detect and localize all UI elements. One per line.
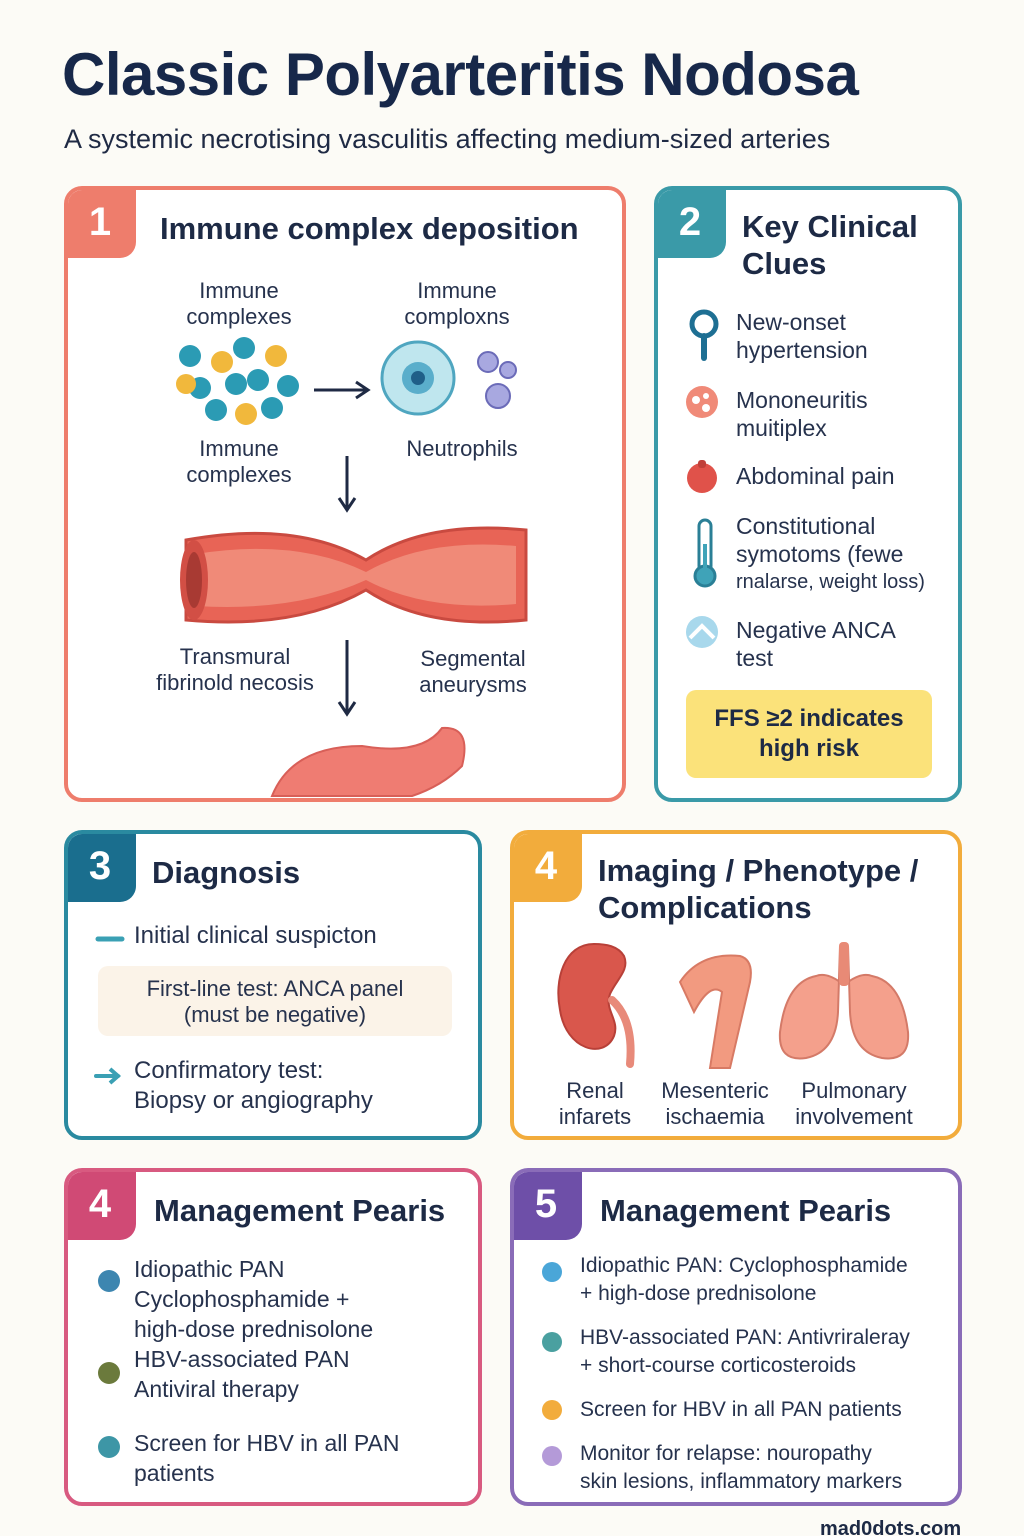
management-item: HBV-associated PAN: Antivriraleray + sho… — [580, 1326, 910, 1377]
management-item: Idiopathic PAN Cyclophosphamide + high-d… — [134, 1256, 374, 1342]
aneurysm-icon — [270, 726, 466, 797]
footer-credit: mad0dots.com — [820, 1518, 962, 1536]
organ-label-mesenteric: Mesenteric ischaemia — [661, 1078, 769, 1129]
card-title: Diagnosis — [152, 855, 301, 890]
intestine-icon — [678, 954, 752, 1069]
thermometer-icon — [693, 518, 717, 588]
immune-complexes-icon — [176, 337, 299, 425]
bullet-dot — [98, 1362, 120, 1384]
bullet-dot — [542, 1400, 562, 1420]
nerve-icon — [686, 386, 718, 418]
card-imaging: 4 Imaging / Phenotype / Complications Re… — [510, 830, 962, 1140]
management-item: Screen for HBV in all PAN patients — [134, 1430, 400, 1486]
clue-negative-anca: Negative ANCA test — [736, 617, 896, 671]
diagnosis-step-suspicion: Initial clinical suspicton — [134, 922, 377, 949]
bullet-dot — [98, 1270, 120, 1292]
arrow-right-icon — [314, 380, 371, 400]
label-transmural-necrosis: Transmural fibrinold necosis — [156, 644, 314, 695]
management-item: Screen for HBV in all PAN patients — [580, 1398, 902, 1421]
organ-label-renal: Renal infarets — [558, 1078, 632, 1129]
label-segmental-aneurysms: Segmental aneurysms — [419, 646, 527, 697]
card-title: Management Pearis — [600, 1193, 892, 1228]
blood-pressure-icon — [689, 309, 719, 361]
clue-constitutional: Constitutional symotoms (fewe — [736, 513, 904, 567]
arrow-down-icon — [337, 456, 357, 513]
neutrophil-icon — [380, 340, 517, 416]
card-number: 4 — [514, 834, 582, 902]
arrow-down-icon-2 — [337, 640, 357, 717]
abdomen-icon — [687, 460, 717, 493]
card-number: 4 — [68, 1172, 136, 1240]
card-number: 5 — [514, 1172, 582, 1240]
card-number: 3 — [68, 834, 136, 902]
management-item: HBV-associated PAN Antiviral therapy — [134, 1346, 350, 1402]
ffs-note: FFS ≥2 indicates high risk — [686, 690, 932, 778]
label-immune-complexes-bottom: Immune complexes — [186, 436, 292, 487]
bullet-dot — [542, 1332, 562, 1352]
bullet-dot — [542, 1262, 562, 1282]
clue-hypertension: New-onset hypertension — [736, 309, 868, 363]
card-management-a: 4 Management Pearis Idiopathic PAN Cyclo… — [64, 1168, 482, 1506]
label-immune-complexes-top: Immune complexes — [186, 278, 292, 329]
diagnosis-step-anca: First-line test: ANCA panel (must be neg… — [98, 966, 452, 1036]
card-title: Imaging / Phenotype / Complications — [598, 853, 919, 925]
artery-icon — [180, 526, 528, 624]
dash-icon — [95, 936, 125, 942]
management-item: Idiopathic PAN: Cyclophosphamide + high-… — [580, 1254, 908, 1305]
card-management-b: 5 Management Pearis Idiopathic PAN: Cycl… — [510, 1168, 962, 1506]
arrow-right-icon — [94, 1067, 122, 1085]
card-immune-complex: 1 Immune complex deposition Immune compl… — [64, 186, 626, 802]
card-title: Management Pearis — [154, 1193, 446, 1228]
card-diagnosis: 3 Diagnosis Initial clinical suspicton F… — [64, 830, 482, 1140]
card-clinical-clues: 2 Key Clinical Clues New-onset hypertens… — [654, 186, 962, 802]
card-number: 2 — [658, 190, 726, 258]
anca-icon — [686, 616, 718, 648]
label-neutrophils: Neutrophils — [406, 436, 518, 461]
card-number: 1 — [68, 190, 136, 258]
label-immune-complexons: Immune comploxns — [404, 278, 510, 329]
clue-abdominal-pain: Abdominal pain — [736, 463, 895, 489]
diagnosis-step-confirmatory: Confirmatory test: Biopsy or angiography — [134, 1057, 373, 1114]
clue-constitutional-extra: rnalarse, weight loss) — [736, 571, 925, 593]
bullet-dot — [98, 1436, 120, 1458]
lungs-icon — [778, 942, 910, 1060]
card-title: Immune complex deposition — [160, 211, 579, 246]
bullet-dot — [542, 1446, 562, 1466]
organ-label-pulmonary: Pulmonary involvement — [795, 1078, 913, 1129]
card-title: Key Clinical Clues — [742, 209, 918, 281]
page-title: Classic Polyarteritis Nodosa — [62, 41, 859, 108]
management-item: Monitor for relapse: nouropathy skin les… — [580, 1442, 903, 1493]
kidney-icon — [557, 942, 635, 1068]
page-subtitle: A systemic necrotising vasculitis affect… — [64, 124, 831, 154]
clue-mononeuritis: Mononeuritis muitiplex — [736, 387, 868, 441]
